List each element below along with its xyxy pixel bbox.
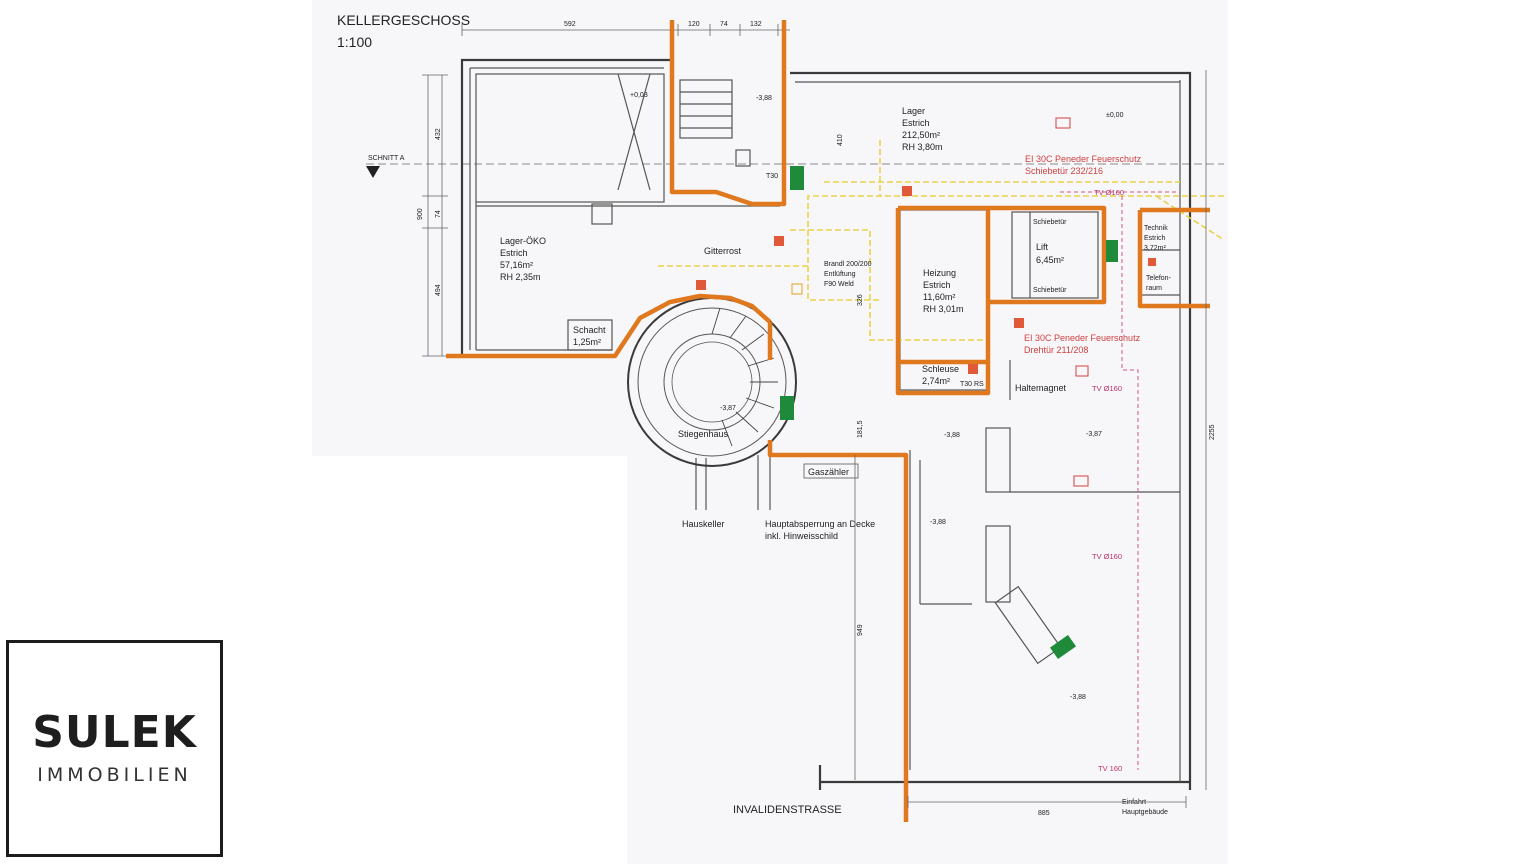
label-hauptabsperrung: Hauptabsperrung an Decke <box>765 519 875 529</box>
vent-label-3: TV Ø160 <box>1092 552 1122 561</box>
svg-text:Schacht: Schacht <box>573 325 606 335</box>
svg-text:885: 885 <box>1038 810 1050 817</box>
room-technik: Technik Estrich 3,72m² <box>1144 225 1168 252</box>
dim-bottom: 885 <box>907 796 1187 817</box>
label-brand-2: Entlüftung <box>824 271 856 278</box>
svg-text:-3,87: -3,87 <box>720 405 736 412</box>
label-brand-3: F90 Weld <box>824 281 854 288</box>
label-stiegenhaus: Stiegenhaus <box>678 429 729 439</box>
svg-text:Lift: Lift <box>1036 242 1049 252</box>
label-hauskeller: Hauskeller <box>682 519 725 529</box>
label-t30rs: T30 RS <box>960 381 984 388</box>
svg-text:-3,87: -3,87 <box>1086 431 1102 438</box>
plan-paper <box>312 0 1228 864</box>
dim-326: 326 <box>857 294 864 306</box>
plan-scale: 1:100 <box>337 34 372 50</box>
section-marker: SCHNITT A <box>366 155 1224 178</box>
dim-410: 410 <box>837 134 844 146</box>
dim-494: 494 <box>435 284 442 296</box>
left-dimension-chain: 432 900 74 494 <box>417 74 448 357</box>
room-schleuse: Schleuse 2,74m² <box>922 364 959 386</box>
red-markers <box>696 117 1156 487</box>
ventilation-lines <box>1060 191 1180 770</box>
dim-2255: 2255 <box>1209 424 1216 440</box>
fire-note-2b: Drehtür 211/208 <box>1024 345 1088 355</box>
svg-text:1,25m²: 1,25m² <box>573 337 601 347</box>
inner-walls <box>475 73 1180 770</box>
escape-signs <box>780 166 1118 660</box>
room-lager-oeko: Lager-ÖKO Estrich 57,16m² RH 2,35m <box>500 236 546 282</box>
vent-label-1: TV Ø160 <box>1094 188 1124 197</box>
svg-text:3,72m²: 3,72m² <box>1144 245 1166 252</box>
label-brand-1: Brandl 200/200 <box>824 261 872 268</box>
label-gitterrost: Gitterrost <box>704 246 742 256</box>
dim-74b: 74 <box>435 210 442 218</box>
svg-text:-3,88: -3,88 <box>756 95 772 102</box>
svg-text:-3,88: -3,88 <box>1070 694 1086 701</box>
svg-text:57,16m²: 57,16m² <box>500 260 533 270</box>
label-haltemagnet: Haltemagnet <box>1015 383 1067 393</box>
street-name: INVALIDENSTRASSE <box>733 804 842 816</box>
sulek-logo: SULEK IMMOBILIEN <box>6 640 223 857</box>
label-t30: T30 <box>766 173 778 180</box>
svg-text:+0,03: +0,03 <box>630 92 648 99</box>
dim-432: 432 <box>435 128 442 140</box>
label-gaszaehler: Gaszähler <box>808 467 849 477</box>
svg-text:RH 3,80m: RH 3,80m <box>902 142 943 152</box>
straight-stair <box>679 79 751 167</box>
dim-181-5: 181,5 <box>857 420 864 438</box>
svg-text:Technik: Technik <box>1144 225 1168 232</box>
vent-label-2: TV Ø160 <box>1092 384 1122 393</box>
outer-walls <box>460 58 1192 790</box>
room-lager: Lager Estrich 212,50m² RH 3,80m <box>902 106 943 152</box>
label-einfahrt-1: Einfahrt <box>1122 799 1146 806</box>
svg-text:212,50m²: 212,50m² <box>902 130 940 140</box>
svg-text:±0,00: ±0,00 <box>1106 112 1124 119</box>
svg-text:6,45m²: 6,45m² <box>1036 255 1064 265</box>
label-hinweisschild: inkl. Hinweisschild <box>765 531 838 541</box>
dim-120: 120 <box>688 21 700 28</box>
fire-note-1a: EI 30C Peneder Feuerschutz <box>1025 154 1142 164</box>
label-einfahrt-2: Hauptgebäude <box>1122 809 1168 816</box>
svg-text:Estrich: Estrich <box>902 118 930 128</box>
svg-text:11,60m²: 11,60m² <box>923 292 955 302</box>
svg-text:RH 2,35m: RH 2,35m <box>500 272 541 282</box>
svg-text:2,74m²: 2,74m² <box>922 376 950 386</box>
vent-label-4: TV 160 <box>1098 764 1122 773</box>
svg-text:-3,88: -3,88 <box>930 519 946 526</box>
room-schacht: Schacht 1,25m² <box>573 325 606 347</box>
dim-900: 900 <box>417 208 424 220</box>
dim-74: 74 <box>720 21 728 28</box>
label-schiebetuer-bottom: Schiebetür <box>1033 287 1067 294</box>
svg-text:Estrich: Estrich <box>923 280 951 290</box>
room-lift: Lift 6,45m² <box>1036 242 1064 265</box>
svg-text:Estrich: Estrich <box>500 248 528 258</box>
plan-title: KELLERGESCHOSS <box>337 12 470 28</box>
fire-note-2a: EI 30C Peneder Feuerschutz <box>1024 333 1141 343</box>
svg-text:Schleuse: Schleuse <box>922 364 959 374</box>
dim-132: 132 <box>750 21 762 28</box>
fire-note-1b: Schiebetür 232/216 <box>1025 166 1103 176</box>
label-telefon-2: raum <box>1146 285 1162 292</box>
level-marks: +0,03 ±0,00 -3,87 -3,88 -3,87 -3,88 -3,8… <box>630 92 1124 701</box>
svg-text:Lager-ÖKO: Lager-ÖKO <box>500 236 546 246</box>
svg-text:RH 3,01m: RH 3,01m <box>923 304 964 314</box>
fire-walls <box>446 20 1210 822</box>
logo-name: SULEK <box>32 707 197 758</box>
svg-text:SCHNITT A: SCHNITT A <box>368 155 405 162</box>
yellow-service-lines <box>658 140 1225 341</box>
top-dimension-chain: 592 120 74 132 <box>461 21 790 36</box>
logo-subtitle: IMMOBILIEN <box>37 764 192 786</box>
label-telefon: Telefon- <box>1146 275 1172 282</box>
dim-949: 949 <box>857 624 864 636</box>
room-heizung: Heizung Estrich 11,60m² RH 3,01m <box>923 268 964 314</box>
svg-text:Heizung: Heizung <box>923 268 956 278</box>
svg-text:Estrich: Estrich <box>1144 235 1166 242</box>
svg-text:Lager: Lager <box>902 106 925 116</box>
label-schiebetuer-top: Schiebetür <box>1033 219 1067 226</box>
dim-592: 592 <box>564 21 576 28</box>
svg-text:-3,88: -3,88 <box>944 432 960 439</box>
